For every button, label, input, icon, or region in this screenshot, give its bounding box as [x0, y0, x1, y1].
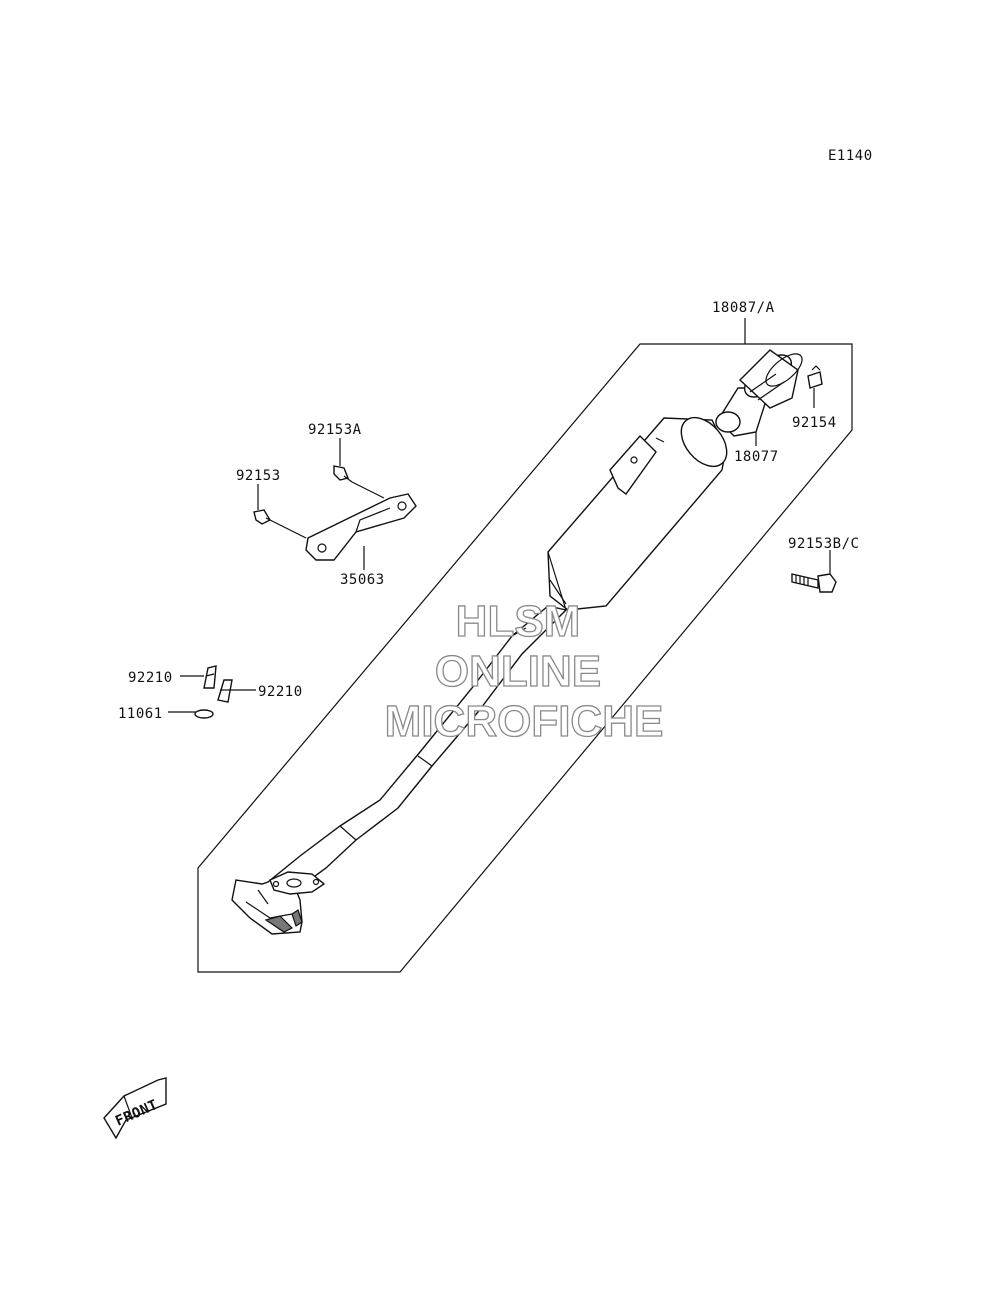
- part-label-92153BC: 92153B/C: [788, 536, 859, 552]
- front-arrow-icon: FRONT: [103, 1077, 167, 1140]
- part-label-18077: 18077: [734, 449, 779, 465]
- gasket-11061: [194, 709, 214, 719]
- clip-92210-right: [217, 679, 233, 703]
- part-label-11061: 11061: [118, 706, 163, 722]
- clip-92210-left: [203, 665, 217, 689]
- bolt-92153: [253, 509, 275, 525]
- bracket-35063: [305, 493, 417, 561]
- part-label-92153A: 92153A: [308, 422, 362, 438]
- part-label-18087A: 18087/A: [712, 300, 775, 316]
- part-label-92210-right: 92210: [258, 684, 303, 700]
- muffler-body: [547, 416, 728, 611]
- watermark-line-2: ONLINE: [435, 647, 601, 696]
- bolt-92153-axis: [273, 521, 307, 539]
- spark-arrestor-18077: [715, 349, 803, 437]
- watermark: HLSM ONLINE MICROFICHE: [384, 596, 664, 746]
- watermark-line-3: MICROFICHE: [385, 697, 664, 746]
- bolt-92153A: [333, 465, 353, 483]
- bolt-92154: [807, 365, 823, 389]
- part-label-35063: 35063: [340, 572, 385, 588]
- part-label-92210-left: 92210: [128, 670, 173, 686]
- exhaust-header-pipe: [231, 605, 568, 935]
- part-label-92154: 92154: [792, 415, 837, 431]
- diagram-code: E1140: [828, 148, 873, 164]
- part-label-92153: 92153: [236, 468, 281, 484]
- bolt-92153BC: [791, 573, 837, 593]
- watermark-line-1: HLSM: [456, 597, 581, 646]
- assembly-outline: [197, 343, 853, 973]
- bolt-92153A-axis: [351, 481, 385, 499]
